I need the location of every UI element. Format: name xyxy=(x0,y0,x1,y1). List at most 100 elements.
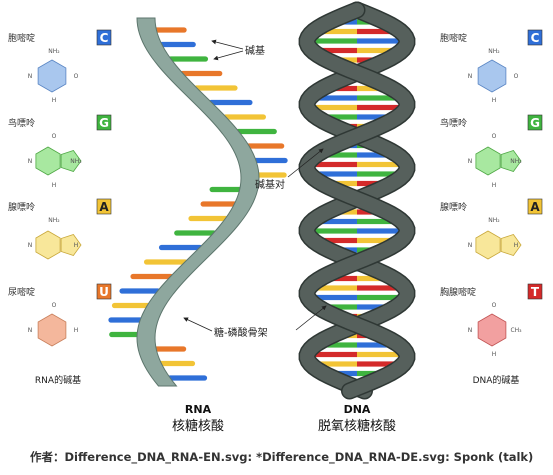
rna-atom-label: N xyxy=(28,73,33,80)
dna-base-bar-G xyxy=(357,95,399,101)
backbone-pointer-right xyxy=(295,305,327,331)
rna-atom-label: NH₂ xyxy=(70,158,82,165)
rna-base-badge xyxy=(96,283,112,300)
dna-atom-label: H xyxy=(492,182,497,189)
dna-base-letter: T xyxy=(531,285,540,299)
rna-base-bar-A xyxy=(255,172,287,178)
dna-backbone-strands xyxy=(298,1,416,400)
rna-base-bar-G xyxy=(209,186,243,193)
author-credit: 作者：Difference_DNA_RNA-EN.svg: *Differenc… xyxy=(30,450,534,464)
rna-base-bar-C xyxy=(167,375,208,381)
rna-atom-label: H xyxy=(74,327,79,334)
dna-base-badge xyxy=(527,198,543,215)
rna-atom-label: N xyxy=(28,158,33,165)
rna-base-bar-U xyxy=(130,273,174,280)
rna-atom-label: O xyxy=(52,302,57,309)
rna-base-bar-U xyxy=(153,346,187,352)
backbone-callout: 糖-磷酸骨架 xyxy=(214,326,268,339)
dna-base-bar-C xyxy=(357,228,401,234)
backbone-pointer-left xyxy=(183,317,213,332)
dna-base-bar-T xyxy=(357,361,398,367)
rna-atom-label: NH₂ xyxy=(48,217,60,224)
dna-base-bar-T xyxy=(357,104,401,111)
dna-base-bar-A xyxy=(316,361,357,367)
callout-labels: 碱基 碱基对 糖-磷酸骨架 xyxy=(183,39,327,339)
dna-base-bar-A xyxy=(357,85,386,92)
dna-atom-label: N xyxy=(468,242,473,249)
dna-atom-label: NH₂ xyxy=(488,217,500,224)
dna-base-bar-A xyxy=(357,47,397,54)
dna-base-bar-A xyxy=(357,161,401,168)
dna-base-bar-T xyxy=(328,85,357,92)
rna-base-bar-A xyxy=(222,114,266,120)
dna-atom-label: O xyxy=(492,302,497,309)
dna-base-bar-C xyxy=(315,95,357,101)
rna-base-bar-C xyxy=(158,41,196,48)
dna-atom-label: N xyxy=(468,73,473,80)
rna-base-letter: U xyxy=(99,285,109,299)
rna-base-letter: A xyxy=(99,200,109,214)
dna-base-bar-T xyxy=(313,351,357,358)
rna-bases-caption: RNA的碱基 xyxy=(35,374,81,386)
rna-base-name: 胞嘧啶 xyxy=(8,32,35,44)
dna-base-bar-T xyxy=(319,237,357,244)
dna-atom-label: N xyxy=(468,158,473,165)
dna-base-bar-G xyxy=(357,294,401,301)
dna-base-bar-G xyxy=(320,342,357,348)
rna-base-bar-G xyxy=(174,230,217,236)
rna-base-bar-G xyxy=(167,56,209,62)
rna-base-bar-G xyxy=(109,331,141,338)
rna-base-bar-G xyxy=(235,128,277,135)
dna-base-bar-A xyxy=(357,237,395,244)
rna-base-name: 鸟嘌呤 xyxy=(8,117,35,129)
dna-base-bar-T xyxy=(326,275,357,282)
rna-base-bar-A xyxy=(158,360,196,367)
rna-atom-label: N xyxy=(28,242,33,249)
rna-base-bar-C xyxy=(108,317,144,323)
bases-callout: 碱基 xyxy=(245,44,265,57)
dna-base-bar-G xyxy=(313,38,357,44)
dna-base-bar-C xyxy=(357,114,392,120)
dna-atom-label: H xyxy=(492,97,497,104)
rna-base-name: 腺嘌呤 xyxy=(8,201,35,213)
dna-base-bar-G xyxy=(323,304,357,310)
rna-base-bar-U xyxy=(179,70,223,77)
bases-pointer-line-2 xyxy=(213,50,244,61)
dna-base-structure-C: NH₂ N O H xyxy=(468,48,519,104)
helix-titles: RNA 核糖核酸 DNA 脱氧核糖核酸 xyxy=(172,403,396,434)
dna-base-bar-C xyxy=(357,38,401,44)
rna-atom-label: H xyxy=(74,242,79,249)
dna-base-bar-C xyxy=(357,152,392,158)
rna-base-bar-A xyxy=(188,215,229,222)
dna-base-bar-C xyxy=(357,304,391,310)
rna-base-bar-C xyxy=(208,99,253,106)
dna-title: DNA xyxy=(344,403,371,416)
rna-title: RNA xyxy=(185,403,212,416)
dna-atom-label: CH₃ xyxy=(510,327,522,334)
dna-base-name: 胞嘧啶 xyxy=(440,32,467,44)
dna-base-letter: G xyxy=(530,116,540,130)
dna-base-name: 鸟嘌呤 xyxy=(440,117,467,129)
dna-base-bar-A xyxy=(319,28,357,35)
dna-atom-label: O xyxy=(514,73,519,80)
dna-base-bar-G xyxy=(313,228,357,234)
dna-base-letter: A xyxy=(530,200,540,214)
dna-atom-label: NH₂ xyxy=(510,158,522,165)
rna-base-structure-A: NH₂ N H xyxy=(28,217,82,260)
dna-atom-label: H xyxy=(514,242,519,249)
rna-backbone-strand xyxy=(136,17,260,387)
dna-base-bar-T xyxy=(357,28,395,35)
rna-base-bar-C xyxy=(252,157,288,164)
rna-base-bar-A xyxy=(143,259,188,265)
rna-base-name: 尿嘧啶 xyxy=(8,286,35,298)
rna-base-bar-U xyxy=(246,143,285,149)
dna-atom-label: NH₂ xyxy=(488,48,500,55)
